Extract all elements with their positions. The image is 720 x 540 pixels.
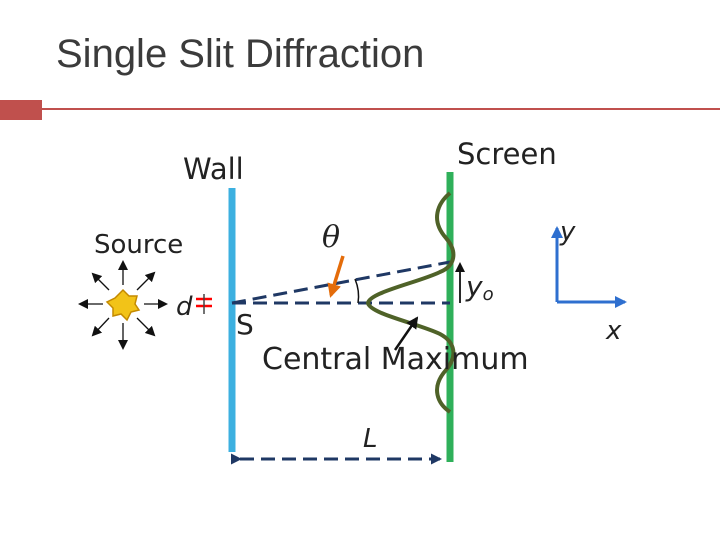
ray-dashed-line bbox=[231, 260, 451, 305]
x-axis-label: x bbox=[606, 316, 622, 346]
sun-icon bbox=[78, 260, 168, 350]
slide-title: Single Slit Diffraction bbox=[56, 32, 425, 76]
slit-width-label: d bbox=[176, 292, 193, 322]
source-label: Source bbox=[94, 230, 184, 260]
y0-label: yo bbox=[466, 270, 494, 305]
y0-main-text: y bbox=[466, 270, 483, 303]
y-axis-label: y bbox=[560, 217, 576, 247]
title-underline bbox=[42, 108, 720, 110]
intensity-pattern bbox=[365, 191, 456, 414]
central-maximum-pointer bbox=[393, 316, 419, 351]
distance-label: L bbox=[363, 424, 378, 454]
wall-label: Wall bbox=[183, 152, 244, 186]
central-maximum-label: Central Maximum bbox=[262, 342, 529, 377]
angle-arc bbox=[354, 278, 360, 304]
title-accent-bar bbox=[0, 100, 42, 120]
theta-pointer bbox=[327, 255, 345, 298]
y0-subscript: o bbox=[482, 284, 494, 305]
screen-label: Screen bbox=[457, 137, 557, 171]
slit-label: S bbox=[236, 308, 254, 341]
theta-label: θ bbox=[322, 220, 341, 255]
